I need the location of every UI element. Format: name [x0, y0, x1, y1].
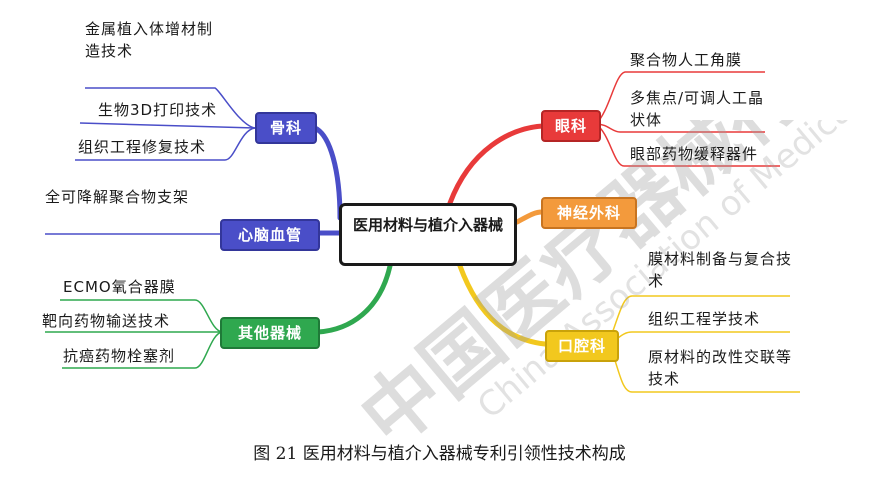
leaf-other-3: 抗癌药物栓塞剂 [63, 347, 176, 365]
leaf-oral-1: 膜材料制备与复合技术 [648, 250, 793, 290]
leaf-ortho-1: 金属植入体增材制造技术 [85, 20, 214, 60]
leaf-other-2: 靶向药物输送技术 [42, 312, 171, 330]
leaf-ortho-2: 生物3D打印技术 [98, 101, 218, 119]
figure-caption: 图 21 医用材料与植介入器械专利引领性技术构成 [253, 444, 626, 464]
leaf-eye-1: 聚合物人工角膜 [630, 51, 743, 69]
node-neuro: 神经外科 [541, 197, 637, 229]
node-cardio: 心脑血管 [220, 219, 320, 251]
node-orthopedics: 骨科 [255, 112, 317, 144]
leaf-cardio-1: 全可降解聚合物支架 [45, 188, 190, 206]
node-other: 其他器械 [220, 317, 320, 349]
leaf-eye-2: 多焦点/可调人工晶状体 [630, 89, 765, 129]
leaf-oral-2: 组织工程学技术 [648, 310, 761, 328]
node-oral: 口腔科 [545, 330, 619, 362]
leaf-other-1: ECMO氧合器膜 [63, 278, 176, 296]
node-ophthalmology: 眼科 [541, 110, 601, 142]
leaf-eye-3: 眼部药物缓释器件 [630, 145, 759, 163]
leaf-ortho-3: 组织工程修复技术 [78, 138, 207, 156]
leaf-oral-3: 原材料的改性交联等技术 [648, 348, 793, 388]
center-node: 医用材料与植介入器械 [339, 203, 517, 266]
